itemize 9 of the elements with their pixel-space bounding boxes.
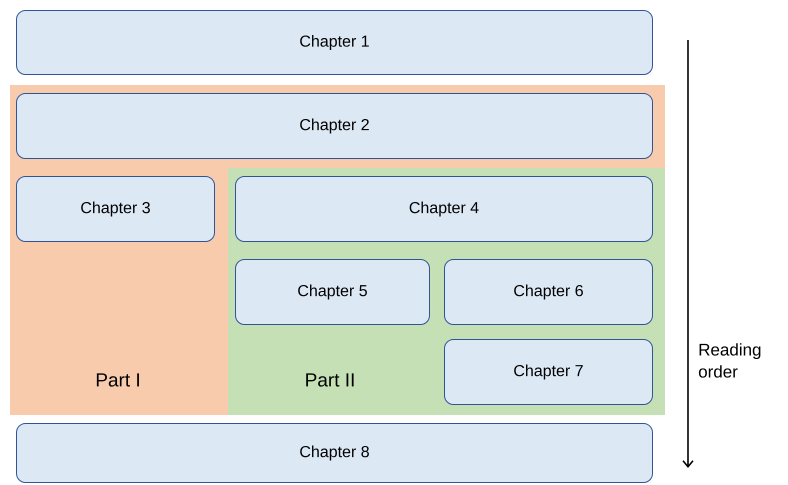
chapter-box: Chapter 5 [235,259,430,325]
chapter-box: Chapter 7 [444,339,653,405]
chapter-box: Chapter 1 [16,10,653,75]
chapter-box: Chapter 8 [16,423,653,483]
chapter-box: Chapter 4 [235,176,653,242]
chapter-box: Chapter 6 [444,259,653,325]
chapter-box: Chapter 2 [16,93,653,159]
chapter-box: Chapter 3 [16,176,215,242]
axis-label: Reading order [698,343,760,378]
